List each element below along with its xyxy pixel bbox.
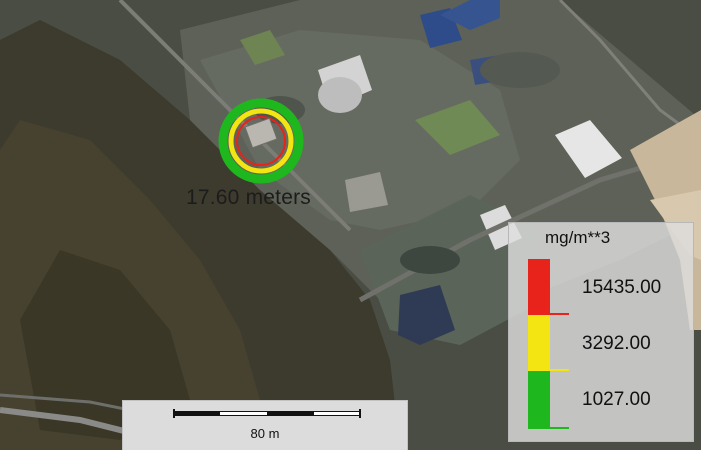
scale-bar: 80 m bbox=[122, 400, 408, 450]
legend-green-tick bbox=[528, 427, 569, 429]
source-building bbox=[244, 117, 278, 149]
threat-zone-yellow-ring bbox=[228, 108, 294, 174]
legend-green-value: 1027.00 bbox=[582, 389, 651, 410]
threat-zone-red-ring bbox=[236, 116, 286, 166]
scale-bar-graphic bbox=[173, 409, 361, 418]
legend-red-tick bbox=[528, 313, 569, 315]
legend-red-value: 15435.00 bbox=[582, 277, 662, 298]
legend-red-bar bbox=[528, 259, 550, 315]
threat-zone-green-ring bbox=[218, 98, 304, 184]
threat-zones bbox=[218, 98, 304, 184]
legend-yellow-tick bbox=[528, 369, 569, 371]
legend-yellow-bar bbox=[528, 315, 550, 371]
legend-green-bar bbox=[528, 371, 550, 429]
distance-label: 17.60 meters bbox=[186, 186, 311, 209]
legend-yellow-value: 3292.00 bbox=[582, 333, 651, 354]
legend-unit: mg/m**3 bbox=[545, 228, 611, 247]
concentration-legend: mg/m**3 15435.00 3292.00 1027.00 bbox=[508, 222, 694, 442]
scale-bar-label: 80 m bbox=[250, 426, 280, 441]
